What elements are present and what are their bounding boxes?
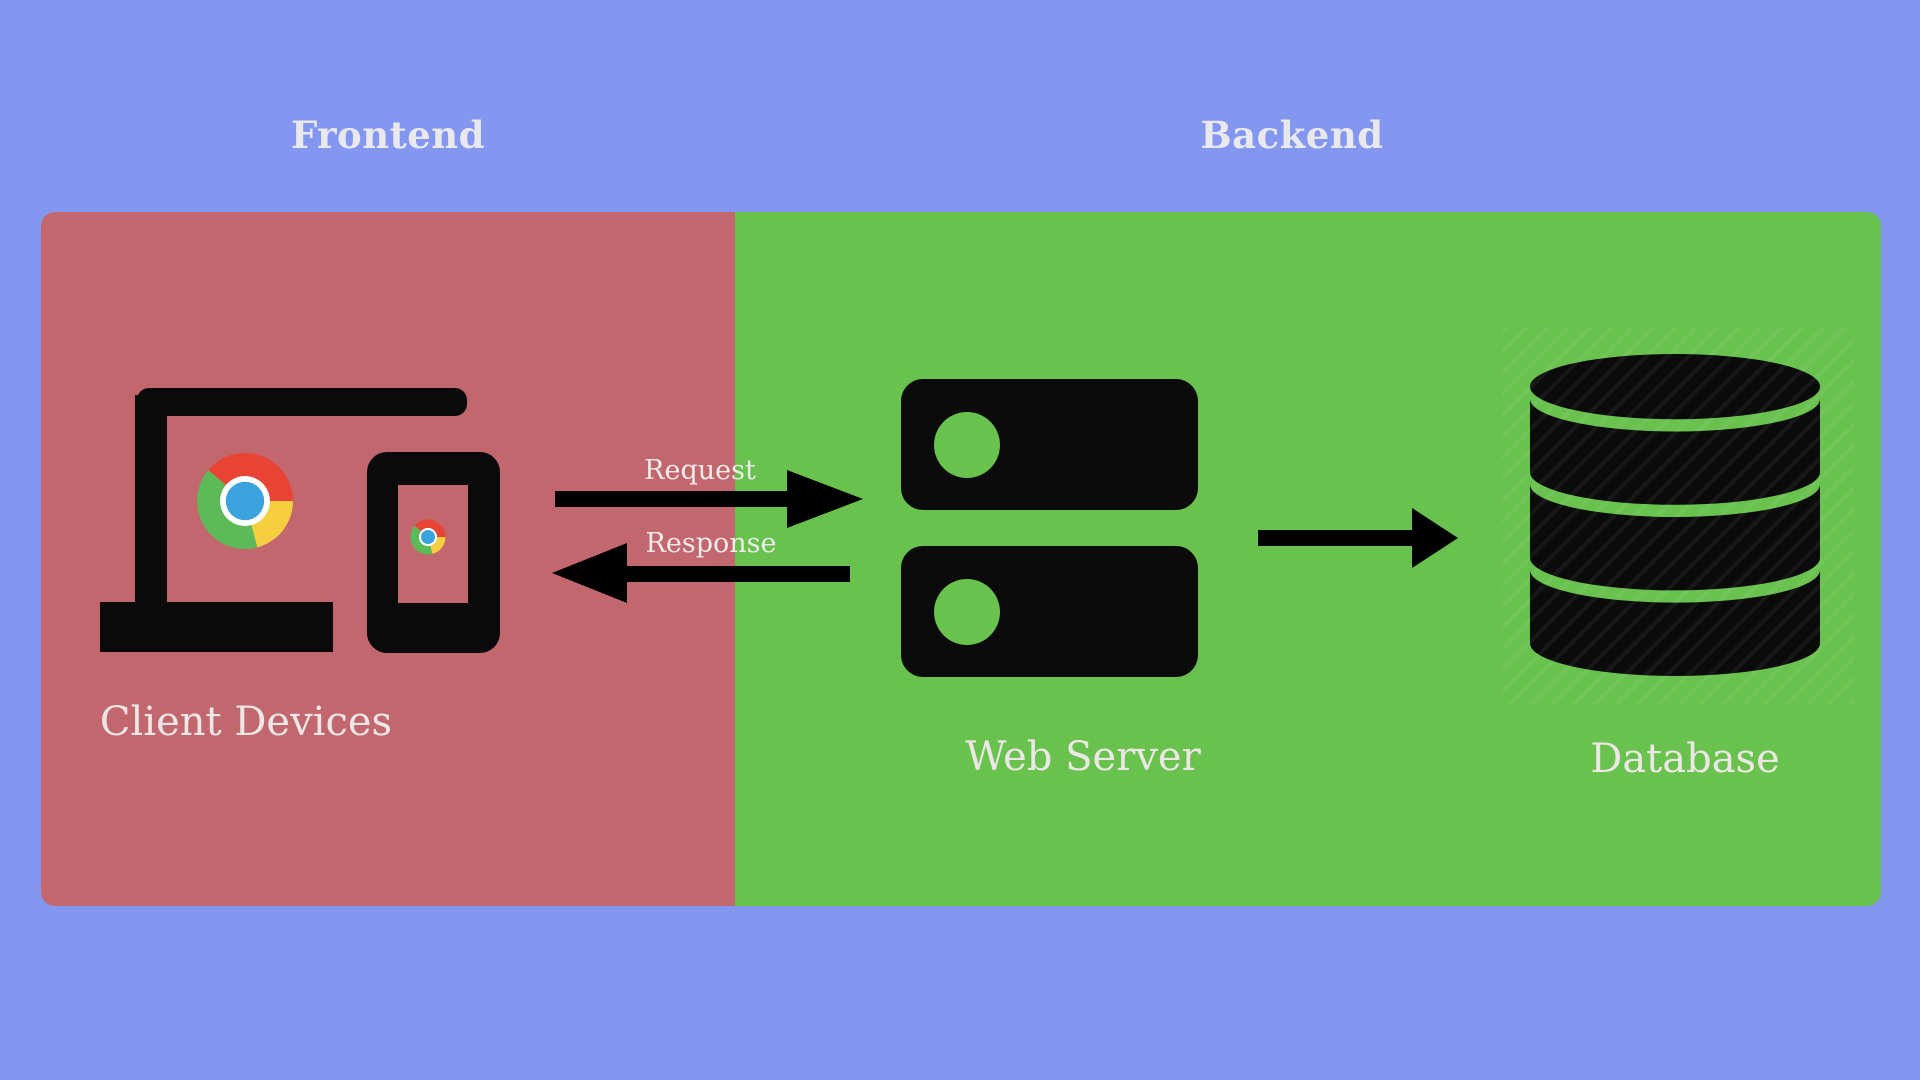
laptop-base (100, 602, 333, 652)
database-label: Database (1590, 736, 1780, 782)
web-server-icon (901, 379, 1198, 677)
database-icon (1530, 354, 1820, 676)
request-arrow (555, 470, 863, 528)
database-band-3 (1530, 570, 1820, 676)
response-arrow (552, 543, 850, 603)
laptop-screen-top-bar (137, 388, 467, 416)
phone-chrome-icon (410, 519, 446, 555)
request-arrow-label: Request (644, 455, 756, 486)
database-band-2 (1530, 484, 1820, 591)
database-band-1 (1530, 398, 1820, 505)
laptop-screen-left-bar (135, 395, 167, 610)
server-unit-bottom (901, 546, 1198, 677)
backend-heading: Backend (1200, 113, 1384, 157)
frontend-heading: Frontend (290, 113, 486, 157)
response-arrow-label: Response (645, 528, 777, 559)
server-led-bottom (934, 579, 1000, 645)
client-devices-icon (100, 388, 500, 653)
database-top-disc (1530, 354, 1820, 420)
server-led-top (934, 412, 1000, 478)
laptop-chrome-icon (197, 453, 293, 549)
web-server-label: Web Server (965, 734, 1201, 780)
client-devices-label: Client Devices (99, 699, 393, 745)
server-unit-top (901, 379, 1198, 510)
server-to-database-arrow (1258, 508, 1458, 568)
